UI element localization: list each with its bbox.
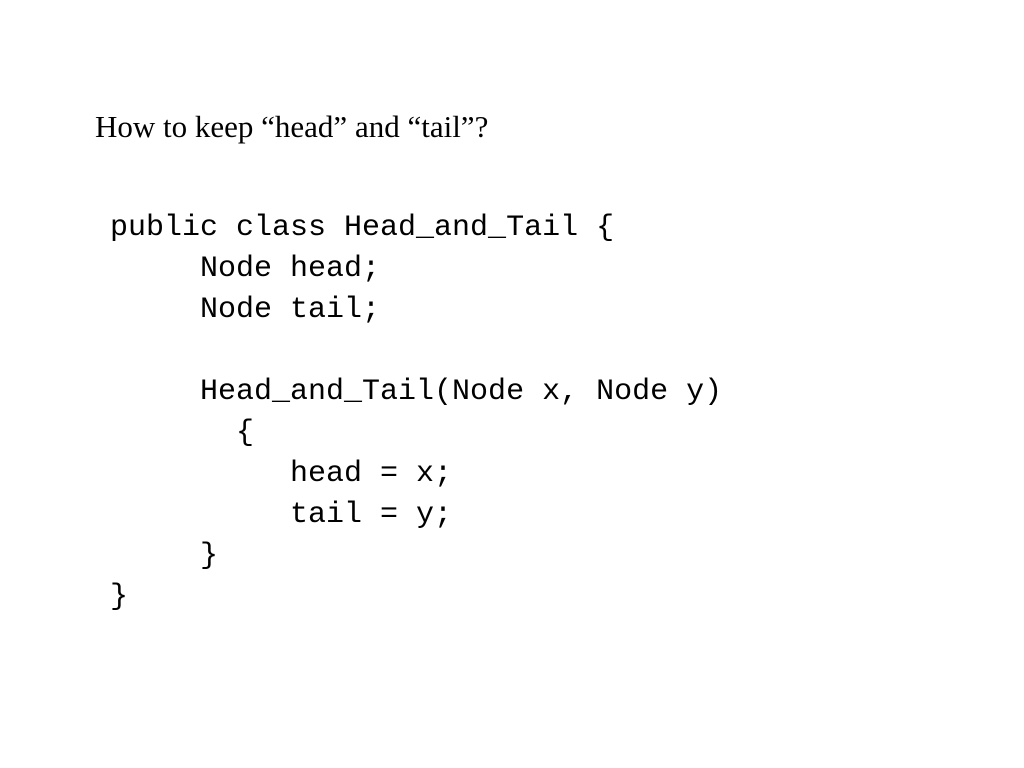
code-block: public class Head_and_Tail { Node head; … bbox=[110, 208, 722, 618]
code-line-tail-assignment: tail = y; bbox=[110, 498, 453, 532]
code-line-class-declaration: public class Head_and_Tail { bbox=[110, 211, 615, 245]
code-line-constructor-open-brace: { bbox=[110, 416, 255, 450]
code-line-constructor-signature: Head_and_Tail(Node x, Node y) bbox=[110, 375, 723, 409]
slide-heading: How to keep “head” and “tail”? bbox=[95, 109, 489, 144]
code-line-blank bbox=[110, 331, 722, 372]
code-line-class-close-brace: } bbox=[110, 580, 129, 614]
code-line-head-field: Node head; bbox=[110, 252, 381, 286]
code-line-head-assignment: head = x; bbox=[110, 457, 453, 491]
code-line-tail-field: Node tail; bbox=[110, 293, 381, 327]
code-line-constructor-close-brace: } bbox=[110, 539, 219, 573]
